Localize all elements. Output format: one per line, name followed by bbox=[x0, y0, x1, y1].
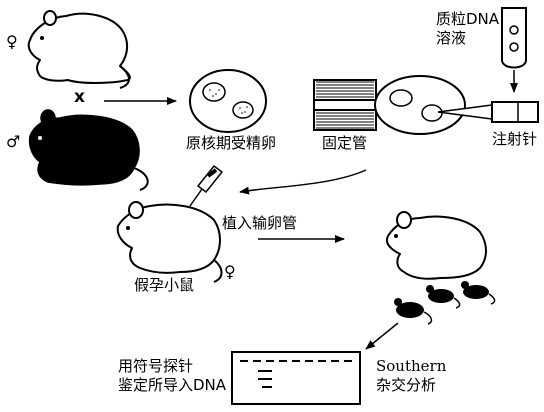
pseudopregnant-mouse-outline bbox=[116, 201, 221, 274]
plasmid-label-line2: 溶液 bbox=[436, 29, 467, 47]
pseudopregnant-mouse-eye bbox=[126, 226, 130, 230]
male-mouse-eye bbox=[38, 136, 42, 140]
pup-3 bbox=[461, 281, 496, 305]
male-symbol: ♂ bbox=[6, 132, 21, 151]
curved-arrow-to-implant bbox=[239, 169, 367, 195]
surrogate-mouse-outline bbox=[386, 211, 487, 280]
injection-needle bbox=[437, 101, 539, 123]
pups bbox=[394, 281, 496, 325]
implant-pipette bbox=[189, 164, 224, 207]
pup-2 bbox=[426, 285, 461, 309]
cross-symbol: x bbox=[74, 87, 85, 107]
holding-pipette bbox=[313, 79, 377, 131]
pronucleus-1 bbox=[202, 82, 226, 102]
pseudopregnant-mouse-label: 假孕小鼠 bbox=[134, 276, 195, 294]
plasmid-tube bbox=[501, 7, 527, 69]
female-symbol-bottom: ♀ bbox=[224, 262, 236, 281]
female-mouse-outline bbox=[27, 10, 131, 89]
surrogate-mouse-eye bbox=[394, 234, 398, 238]
male-mouse-silhouette bbox=[28, 109, 140, 186]
southern-blot bbox=[231, 351, 361, 405]
southern-label-line2: 杂交分析 bbox=[376, 376, 437, 394]
southern-label-line1: Southern bbox=[376, 357, 447, 375]
pronucleus-2 bbox=[232, 101, 254, 119]
female-mouse-eye bbox=[40, 36, 44, 40]
zygote-label: 原核期受精卵 bbox=[186, 134, 277, 152]
holding-pipette-label: 固定管 bbox=[322, 134, 368, 152]
plasmid-label-line1: 质粒DNA bbox=[436, 10, 500, 28]
pup-1 bbox=[394, 298, 433, 325]
pseudopregnant-mouse-tail bbox=[213, 259, 223, 283]
male-mouse-tail bbox=[133, 167, 149, 191]
zygote-cell bbox=[189, 69, 267, 133]
injection-needle-label: 注射针 bbox=[492, 130, 538, 148]
held-egg bbox=[374, 75, 466, 135]
female-symbol-top: ♀ bbox=[6, 32, 18, 51]
arrow-to-southern bbox=[365, 322, 399, 350]
probe-label-line2: 鉴定所导入DNA bbox=[118, 376, 227, 394]
oviduct-implant-label: 植入输卵管 bbox=[222, 214, 298, 232]
probe-label-line1: 用符号探针 bbox=[118, 357, 194, 375]
